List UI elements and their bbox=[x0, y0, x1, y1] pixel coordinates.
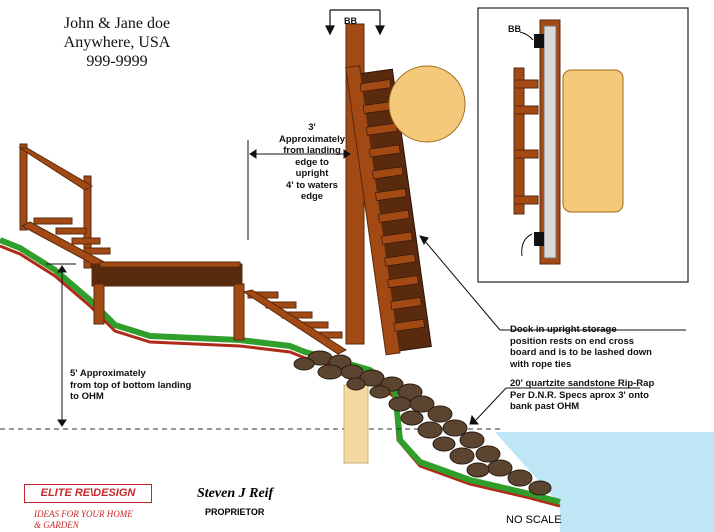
landing-dimension bbox=[46, 263, 76, 427]
distance-note-line: 3' bbox=[308, 122, 316, 133]
landing-note-line: to OHM bbox=[70, 391, 104, 402]
storage-note: Dock in upright storage position rests o… bbox=[510, 324, 690, 370]
distance-note-line: from landing bbox=[283, 145, 341, 156]
distance-note-line: 4' to waters bbox=[286, 179, 338, 191]
company-logo: ELITE RE\DESIGN bbox=[24, 484, 152, 503]
signature-title: PROPRIETOR bbox=[205, 507, 265, 517]
riprap-note-line: bank past OHM bbox=[510, 401, 580, 412]
bb-label-inset: BB bbox=[508, 24, 521, 34]
inset-detail bbox=[477, 7, 689, 283]
storage-note-line: board and is to be lashed down bbox=[510, 347, 652, 358]
owner-name: John & Jane doe bbox=[63, 15, 171, 32]
owner-location: Anywhere, USA bbox=[63, 34, 171, 51]
owner-phone: 999-9999 bbox=[86, 53, 148, 70]
riprap-rocks bbox=[293, 350, 552, 496]
riprap-note-line: Per D.N.R. Specs aprox 3' onto bbox=[510, 389, 649, 401]
distance-note-line: edge to bbox=[295, 156, 329, 168]
company-tagline: IDEAS FOR YOUR HOME & GARDEN bbox=[34, 509, 174, 531]
scale-note: NO SCALE bbox=[506, 514, 562, 526]
storage-leader bbox=[419, 235, 686, 331]
landing-note-line: 5' Approximately bbox=[70, 368, 146, 379]
distance-note: 3' Approximately from landing edge to up… bbox=[272, 122, 352, 203]
riprap-leader bbox=[469, 387, 640, 425]
distance-note-line: edge bbox=[300, 191, 324, 202]
bb-label-top: BB bbox=[344, 16, 357, 26]
riprap-note-line: 20' quartzite sandstone Rip-Rap bbox=[510, 378, 655, 389]
signature: Steven J Reif bbox=[197, 486, 274, 501]
dock-float bbox=[388, 65, 466, 143]
upright-footing bbox=[343, 384, 369, 464]
landing-note: 5' Approximately from top of bottom land… bbox=[70, 368, 220, 403]
storage-note-line: Dock in upright storage bbox=[510, 324, 617, 335]
storage-note-line: with rope ties bbox=[510, 358, 572, 370]
bank-soil bbox=[0, 240, 560, 532]
distance-dimension bbox=[247, 140, 351, 240]
stored-dock bbox=[345, 65, 432, 356]
tagline-line: IDEAS FOR YOUR HOME bbox=[34, 509, 133, 519]
lake-water bbox=[495, 432, 714, 532]
distance-note-line: Approximately bbox=[279, 133, 345, 145]
storage-note-line: position rests on end cross bbox=[510, 335, 635, 347]
lower-stair bbox=[242, 289, 348, 355]
main-deck bbox=[91, 261, 245, 341]
tagline-line: & GARDEN bbox=[34, 520, 79, 530]
bb-arrows bbox=[325, 9, 385, 36]
owner-block: John & Jane doe Anywhere, USA 999-9999 bbox=[52, 14, 182, 71]
grass-line bbox=[0, 237, 561, 505]
riprap-note: 20' quartzite sandstone Rip-Rap Per D.N.… bbox=[510, 378, 705, 413]
upper-stair bbox=[18, 143, 111, 269]
landing-note-line: from top of bottom landing bbox=[70, 379, 192, 391]
distance-note-line: upright bbox=[295, 168, 329, 179]
